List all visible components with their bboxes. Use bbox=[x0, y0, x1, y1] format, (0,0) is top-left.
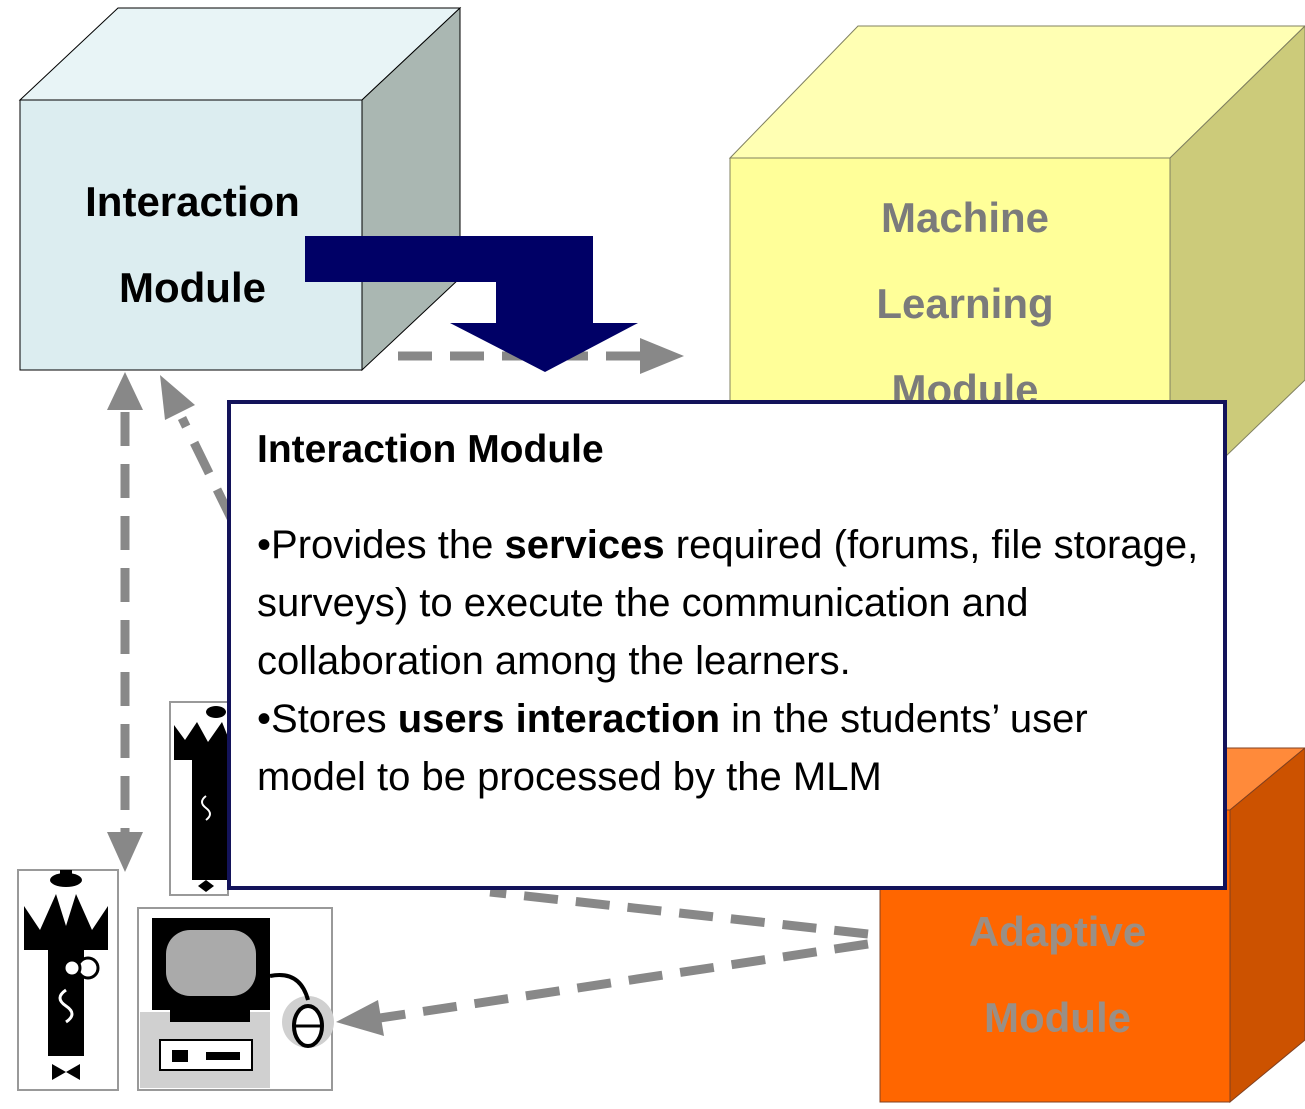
arrowhead-right bbox=[640, 338, 684, 374]
machine-learning-label-line2: Learning bbox=[876, 280, 1054, 327]
arrowhead-up-left bbox=[107, 372, 143, 410]
interaction-module-label-line1: Interaction bbox=[85, 178, 300, 225]
callout-box: Interaction Module •Provides the service… bbox=[227, 400, 1227, 890]
arrowhead-to-computer bbox=[336, 1000, 384, 1036]
dashed-arrow-diagonal bbox=[177, 416, 237, 522]
interaction-module-label-line2: Module bbox=[119, 264, 266, 311]
person-icon-back bbox=[169, 701, 230, 896]
bullet-text-post: in the students’ user model to be proces… bbox=[257, 697, 1088, 799]
callout-bullet-services: •Provides the services required (forums,… bbox=[257, 516, 1199, 690]
callout-title: Interaction Module bbox=[257, 428, 604, 471]
bullet-text-bold: services bbox=[504, 523, 665, 567]
adaptive-module-label-line2: Module bbox=[984, 994, 1131, 1041]
bullet-text-pre: Stores bbox=[271, 697, 398, 741]
machine-learning-label-line1: Machine bbox=[880, 194, 1050, 241]
bullet-marker: • bbox=[257, 523, 272, 567]
person-icon bbox=[17, 869, 119, 1091]
bullet-text-bold: users interaction bbox=[397, 697, 721, 741]
dashed-arrow-to-computer bbox=[379, 939, 869, 1023]
bullet-marker: • bbox=[257, 697, 272, 741]
arrowhead-diagonal bbox=[160, 375, 195, 420]
machine-learning-module-cube bbox=[728, 25, 1305, 512]
dashed-line-adaptive bbox=[489, 887, 869, 939]
bullet-text-pre: Provides the bbox=[271, 523, 505, 567]
bullet-text-post: required (forums, file storage, surveys)… bbox=[257, 523, 1199, 683]
computer-icon bbox=[137, 907, 334, 1091]
adaptive-module-label-line1: Adaptive bbox=[968, 908, 1147, 955]
arrowhead-down-left bbox=[107, 832, 143, 872]
callout-bullet-users-interaction: •Stores users interaction in the student… bbox=[257, 690, 1199, 806]
dashed-arrowheads bbox=[107, 338, 684, 1036]
main-flow-arrow bbox=[305, 236, 638, 372]
